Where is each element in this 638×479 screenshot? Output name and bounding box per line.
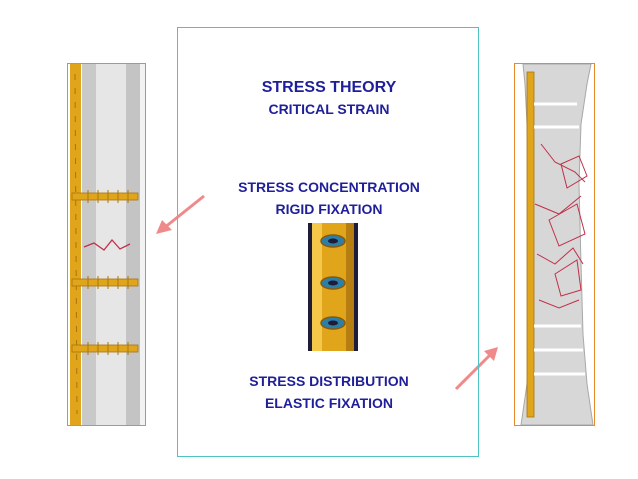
stress-distribution-label: STRESS DISTRIBUTION [178,373,480,389]
left-bone-panel [67,63,146,426]
stress-theory-box: STRESS THEORY CRITICAL STRAIN STRESS CON… [177,27,479,457]
title: STRESS THEORY [178,79,480,97]
elastic-fixation-illustration [515,64,594,425]
stress-concentration-label: STRESS CONCENTRATION [178,179,480,195]
elastic-fixation-label: ELASTIC FIXATION [178,395,480,411]
rigid-fixation-illustration [68,64,145,425]
subtitle: CRITICAL STRAIN [178,101,480,117]
plate-image [308,223,358,356]
rigid-fixation-label: RIGID FIXATION [178,201,480,217]
right-bone-panel [514,63,595,426]
